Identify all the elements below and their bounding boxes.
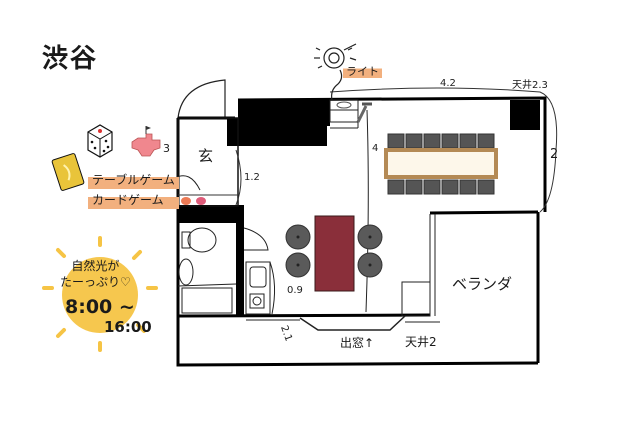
dim-ceiling-low: 天井2 (405, 335, 437, 349)
card-game-label: カードゲーム (88, 190, 179, 210)
veranda-label: ベランダ (452, 275, 513, 293)
sunlight-line1: 自然光が (71, 259, 120, 273)
shoe-left (181, 197, 191, 205)
meeple-icon (131, 133, 161, 157)
dim-top-width: 4.2 (440, 78, 456, 89)
dim-ceiling-high: 天井2.3 (512, 80, 548, 91)
card-icon (51, 153, 85, 191)
dining-table (314, 215, 355, 292)
sunlight-line2: たーっぷり♡ (60, 275, 131, 289)
sunlight-start: 8:00 ~ (65, 296, 135, 318)
sunlight-text: 自然光が たーっぷり♡ (60, 258, 131, 290)
shoe-right (196, 197, 206, 205)
pillar-block (510, 100, 540, 130)
table-game-label: テーブルゲーム (88, 170, 179, 190)
wiggle-mark: 3 (163, 142, 170, 155)
light-label: ライト (343, 63, 382, 79)
dice-icon (87, 124, 113, 158)
dim-right-depth: 2 (550, 147, 559, 162)
exit-window-label: 出窓↑ (340, 336, 375, 350)
ceiling-light-icon (314, 43, 357, 101)
entrance-door-arc (177, 79, 226, 119)
game-labels: テーブルゲーム カードゲーム (88, 170, 179, 210)
sunlight-end: 16:00 (104, 318, 152, 336)
dim-kitchen-width: 0.9 (287, 285, 303, 296)
dim-entrance-width: 1.2 (244, 172, 260, 183)
page-title: 渋谷 (42, 44, 99, 74)
dim-main-depth: 4 (372, 143, 379, 154)
entrance-label: 玄 (198, 147, 214, 165)
sun-icon (42, 236, 158, 352)
long-table-group (384, 133, 498, 195)
